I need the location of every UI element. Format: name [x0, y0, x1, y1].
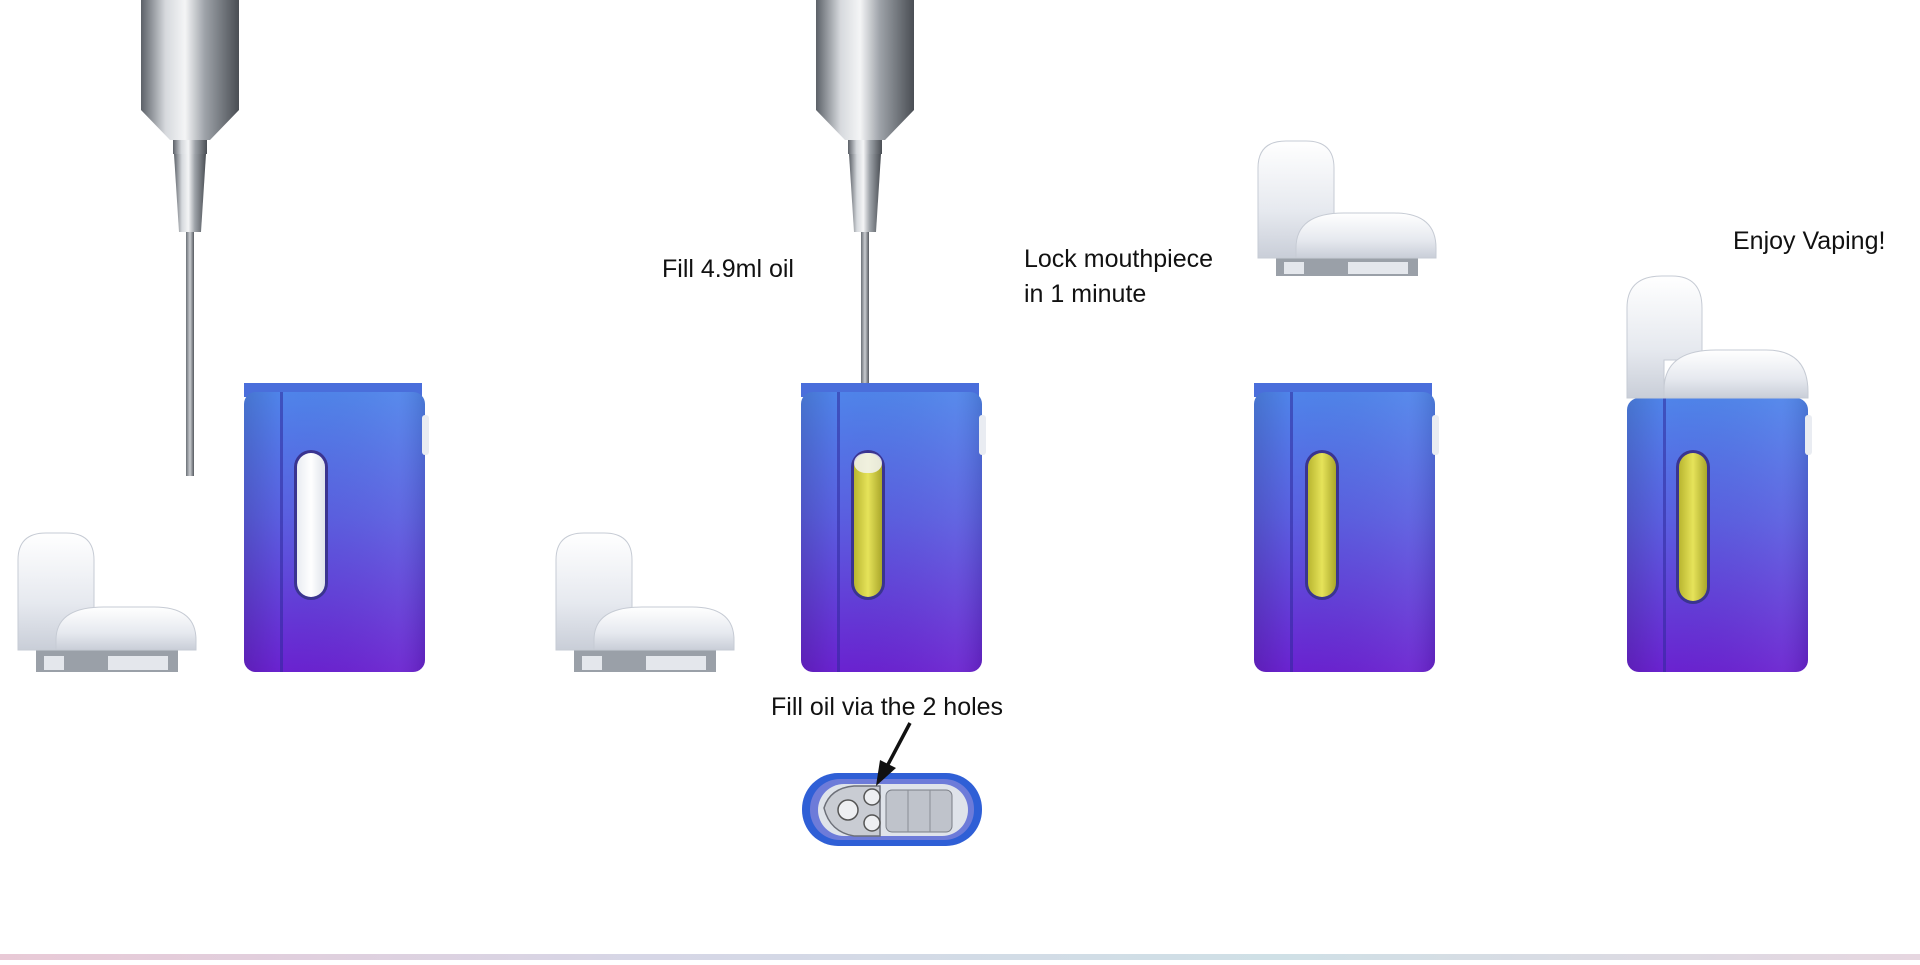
step-2: [555, 0, 986, 846]
fill-holes-label: Fill oil via the 2 holes: [771, 693, 1004, 721]
mouthpiece: [17, 532, 197, 672]
step-4-label: Enjoy Vaping!: [1733, 227, 1886, 255]
mouthpiece: [1257, 140, 1437, 276]
empty-oil-window: [297, 453, 325, 597]
device-body: [244, 383, 429, 672]
full-oil-window: [1679, 453, 1707, 601]
syringe: [141, 0, 239, 476]
filling-oil-window: [854, 453, 882, 597]
device-body: [1254, 383, 1439, 672]
step-3: [1254, 140, 1439, 672]
cartridge-top-view: [802, 773, 982, 846]
step-3-label-line1: Lock mouthpiece: [1024, 245, 1214, 273]
syringe: [816, 0, 914, 482]
assembled-device: [1626, 275, 1812, 672]
fill-hole: [863, 788, 881, 806]
step-1: [17, 0, 429, 672]
fill-hole: [863, 814, 881, 832]
step-3-label-line2: in 1 minute: [1024, 280, 1147, 308]
device-body: [801, 383, 986, 672]
full-oil-window: [1308, 453, 1336, 597]
step-2-label: Fill 4.9ml oil: [662, 255, 794, 283]
step-4: [1626, 275, 1812, 672]
bottom-strip: [0, 954, 1920, 960]
pointer-arrow: [876, 722, 912, 786]
mouthpiece: [555, 532, 735, 672]
